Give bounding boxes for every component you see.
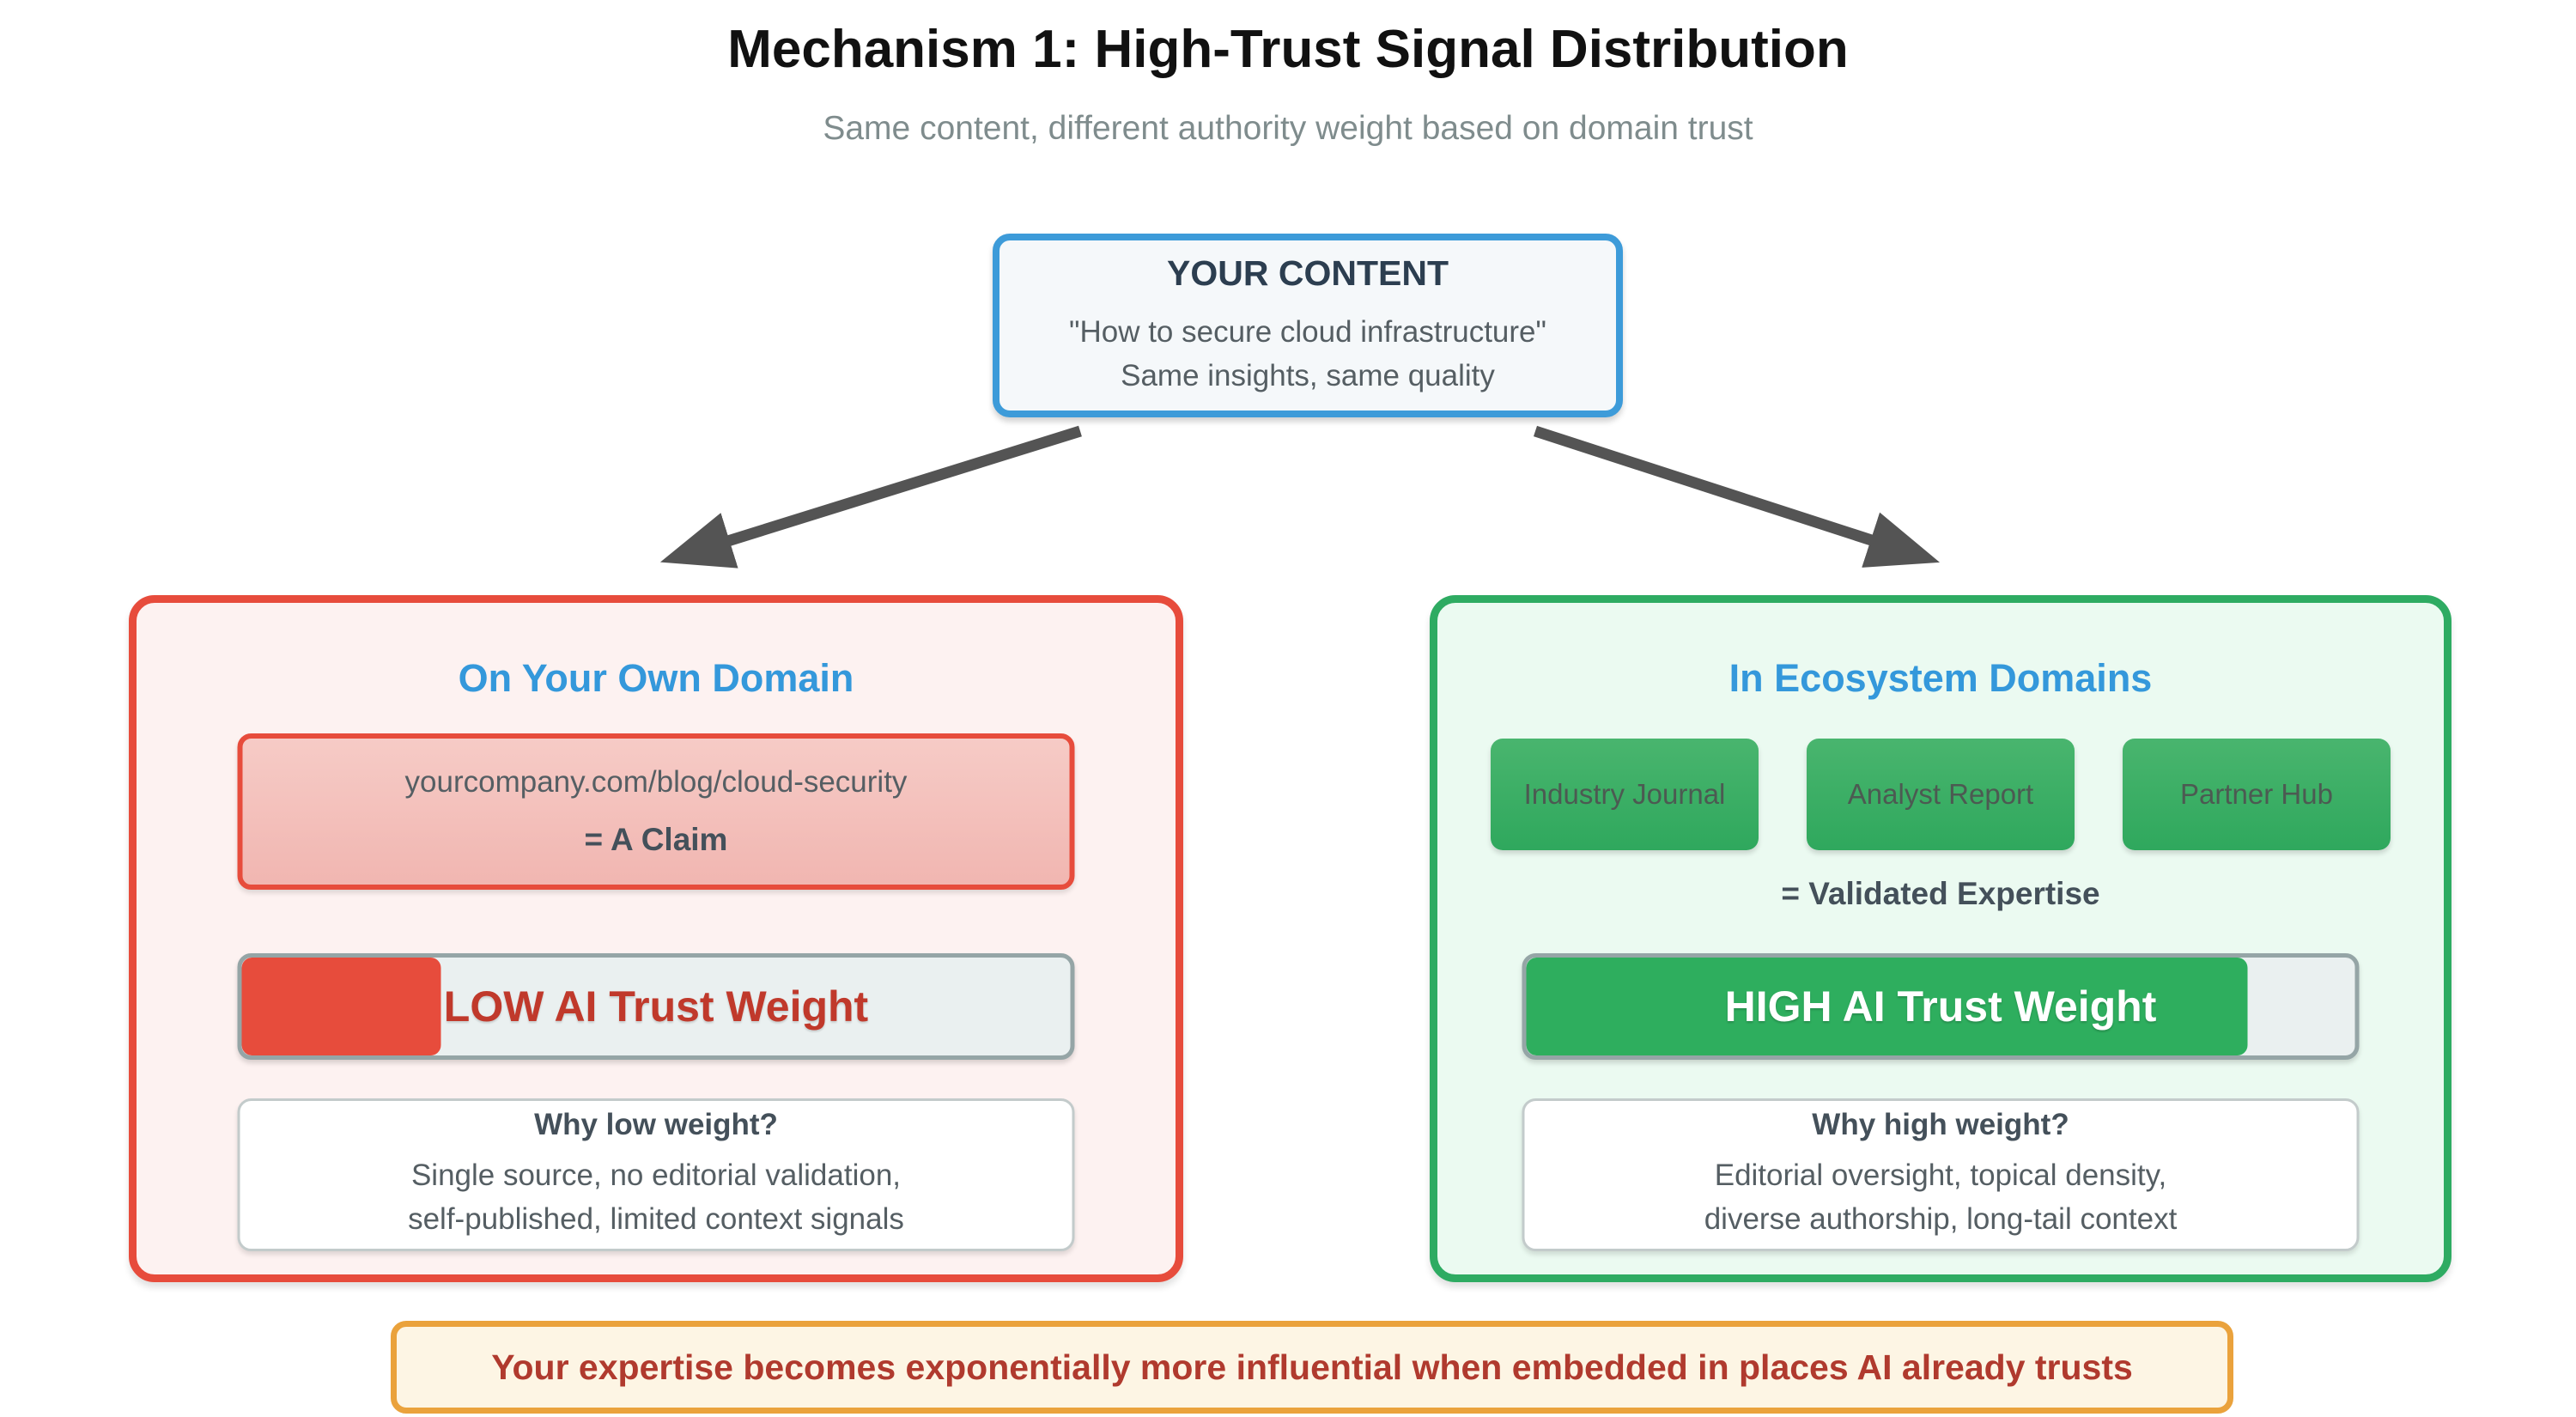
chip-analyst-report: Analyst Report: [1807, 739, 2075, 850]
your-content-line-2: Same insights, same quality: [1121, 358, 1495, 392]
own-domain-title: On Your Own Domain: [458, 656, 854, 700]
conclusion-banner-text: Your expertise becomes exponentially mor…: [491, 1347, 2133, 1387]
high-trust-bar: HIGH AI Trust Weight: [1522, 953, 2360, 1060]
low-trust-label: LOW AI Trust Weight: [443, 982, 869, 1031]
ecosystem-panel: In Ecosystem Domains Industry Journal An…: [1430, 595, 2451, 1282]
your-content-box: YOUR CONTENT "How to secure cloud infras…: [993, 234, 1623, 417]
why-low-line-2: self-published, limited context signals: [408, 1202, 904, 1236]
why-high-line-1: Editorial oversight, topical density,: [1714, 1159, 2167, 1193]
claim-label: = A Claim: [584, 822, 728, 857]
why-high-title: Why high weight?: [1812, 1108, 2069, 1142]
ecosystem-chips-row: Industry Journal Analyst Report Partner …: [1437, 739, 2444, 850]
why-low-box: Why low weight? Single source, no editor…: [237, 1098, 1075, 1251]
why-high-box: Why high weight? Editorial oversight, to…: [1522, 1098, 2360, 1251]
why-low-line-1: Single source, no editorial validation,: [410, 1159, 902, 1193]
why-low-title: Why low weight?: [534, 1108, 778, 1142]
chip-industry-journal: Industry Journal: [1491, 739, 1759, 850]
your-content-title: YOUR CONTENT: [1167, 252, 1449, 293]
page-title: Mechanism 1: High-Trust Signal Distribut…: [727, 20, 1849, 79]
arrow-left: [659, 425, 1082, 569]
claim-box: yourcompany.com/blog/cloud-security = A …: [237, 733, 1075, 890]
low-trust-fill: [241, 958, 441, 1055]
claim-url: yourcompany.com/blog/cloud-security: [404, 765, 908, 799]
ecosystem-title: In Ecosystem Domains: [1728, 656, 2153, 700]
chip-partner-hub: Partner Hub: [2123, 739, 2391, 850]
your-content-line-1: "How to secure cloud infrastructure": [1069, 314, 1546, 349]
why-high-line-2: diverse authorship, long-tail context: [1704, 1202, 2178, 1236]
validated-expertise-label: = Validated Expertise: [1781, 876, 2100, 911]
conclusion-banner: Your expertise becomes exponentially mor…: [391, 1321, 2233, 1414]
arrow-right: [1533, 425, 1941, 568]
high-trust-fill: [1526, 958, 2248, 1055]
page-subtitle: Same content, different authority weight…: [823, 110, 1753, 147]
own-domain-panel: On Your Own Domain yourcompany.com/blog/…: [129, 595, 1183, 1282]
low-trust-bar: LOW AI Trust Weight: [237, 953, 1075, 1060]
high-trust-label: HIGH AI Trust Weight: [1724, 982, 2157, 1031]
